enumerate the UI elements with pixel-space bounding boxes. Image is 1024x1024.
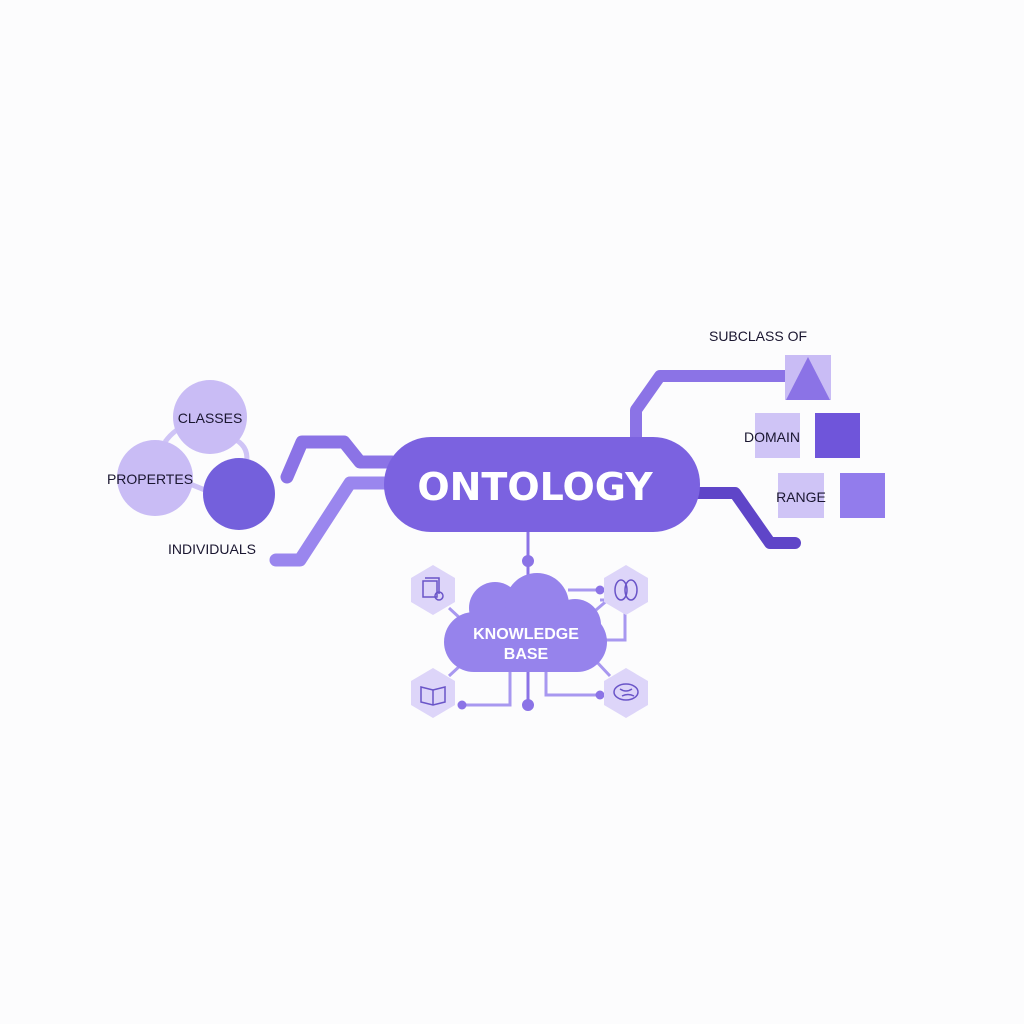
hexagon-brain-bottom (604, 668, 648, 718)
range-box (840, 473, 885, 518)
hexagon-document (411, 565, 455, 615)
book-icon (420, 686, 446, 706)
individuals-node (203, 458, 275, 530)
right-circuit-lines (630, 370, 801, 549)
left-circuit-lines (269, 435, 399, 567)
range-light-box (778, 473, 824, 518)
classes-node (173, 380, 247, 454)
brain-icon (613, 683, 639, 701)
range-label: RANGE (776, 489, 826, 505)
classes-label: CLASSES (178, 410, 243, 426)
hexagon-brain-top (604, 565, 648, 615)
domain-light-box (755, 413, 800, 458)
triangle-icon (786, 357, 830, 400)
kb-line2: BASE (504, 646, 549, 663)
hex-link-dots (457, 585, 605, 710)
properties-node (117, 440, 193, 516)
knowledge-base-cloud (444, 573, 607, 672)
subclass-label: SUBCLASS OF (709, 328, 807, 344)
properties-label: PROPERTES (107, 471, 193, 487)
brain-icon (614, 579, 638, 601)
kb-line1: KNOWLEDGE (473, 626, 579, 643)
ontology-node (384, 437, 700, 532)
individuals-label: INDIVIDUALS (168, 541, 256, 557)
document-icon (422, 577, 444, 601)
hexagon-book (411, 668, 455, 718)
domain-label: DOMAIN (744, 429, 800, 445)
ontology-title: ONTOLOGY (417, 465, 653, 509)
domain-box (815, 413, 860, 458)
